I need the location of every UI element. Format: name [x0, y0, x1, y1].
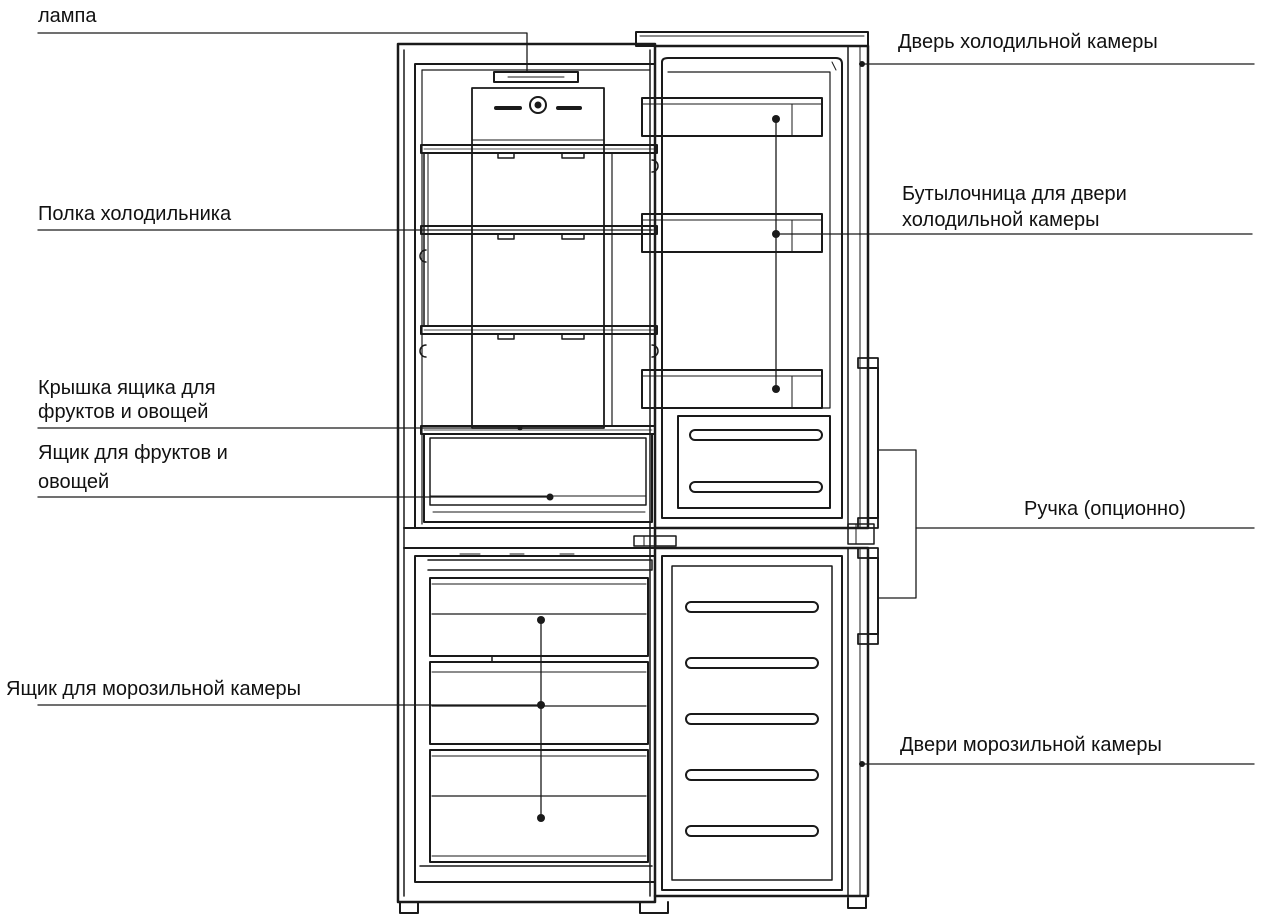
label-freezer-drawer: Ящик для морозильной камеры	[6, 678, 302, 700]
label-bottle-holder-line2: холодильной камеры	[902, 209, 1100, 231]
fridge-shelves	[419, 144, 659, 427]
label-lamp: лампа	[38, 5, 97, 27]
crisper-drawer	[423, 433, 653, 523]
fridge-door	[635, 31, 870, 530]
label-crisper-cover-line1: Крышка ящика для	[38, 377, 216, 399]
door-bin-1	[641, 97, 823, 137]
label-crisper-cover-line2: фруктов и овощей	[38, 401, 209, 423]
compartment-divider	[403, 527, 677, 549]
cabinet-body	[396, 42, 867, 914]
label-bottle-holder-line1: Бутылочница для двери	[902, 183, 1127, 205]
label-crisper-line2: овощей	[38, 471, 110, 493]
handle-lower	[857, 547, 879, 645]
freezer-drawer-3	[429, 749, 649, 863]
label-fridge-door: Дверь холодильной камеры	[898, 31, 1158, 53]
door-bin-3	[641, 369, 823, 409]
lamp	[493, 71, 579, 83]
fridge-door-bins	[641, 97, 831, 509]
crisper-cover	[420, 425, 656, 435]
freezer-door	[653, 546, 870, 898]
freezer-drawers	[419, 577, 653, 867]
leader-lines	[37, 32, 1255, 819]
shelf-2	[420, 225, 658, 240]
door-lower-pocket	[677, 415, 831, 509]
leader-dots	[517, 61, 865, 822]
door-bin-2	[641, 213, 823, 253]
label-fridge-shelf: Полка холодильника	[38, 203, 232, 225]
back-air-duct	[471, 87, 605, 429]
label-crisper-line1: Ящик для фруктов и	[38, 442, 228, 464]
label-freezer-door: Двери морозильной камеры	[900, 734, 1162, 756]
freezer-compartment	[414, 553, 656, 883]
handle-upper	[857, 357, 879, 529]
shelf-3	[420, 325, 658, 340]
label-handle: Ручка (опционно)	[1024, 498, 1186, 520]
shelf-1	[420, 144, 658, 159]
door-hinges	[847, 523, 875, 545]
fridge-compartment	[414, 63, 656, 529]
thermostat-knob	[529, 96, 547, 114]
